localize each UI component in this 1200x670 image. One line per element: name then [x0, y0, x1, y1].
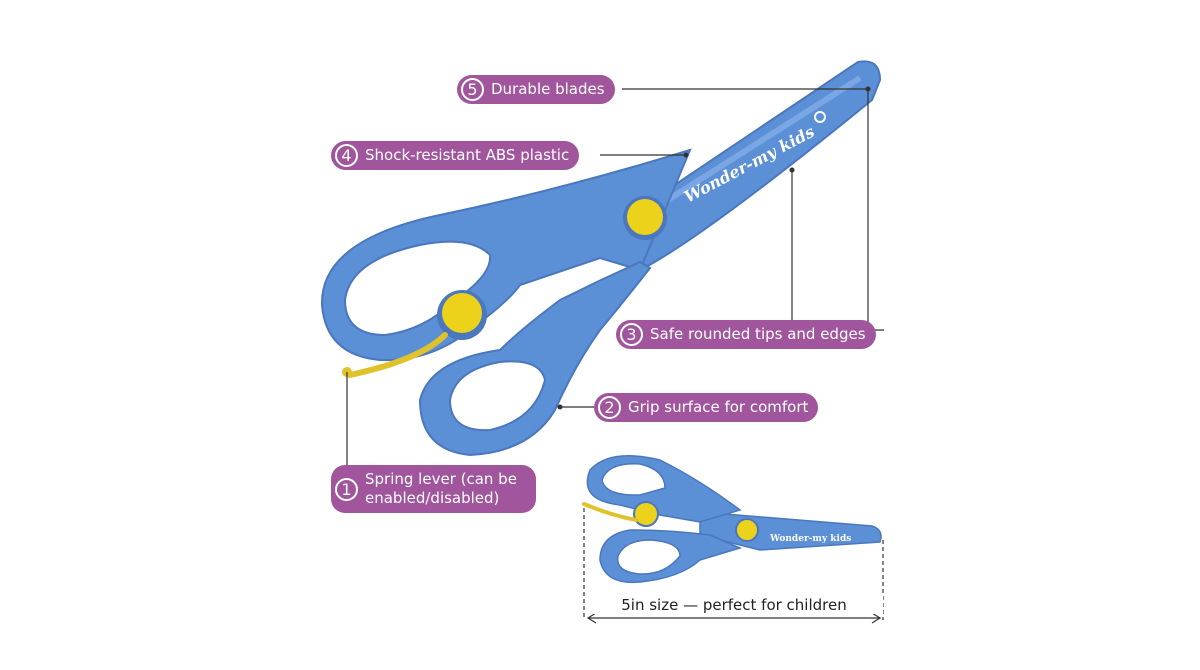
small-scissors: Wonder-my kids	[582, 455, 882, 584]
callout-durable-blades: 5 Durable blades	[457, 75, 615, 104]
small-brand-logo: Wonder-my kids	[769, 534, 851, 544]
size-dimension	[583, 508, 884, 624]
callout-number: 5	[461, 78, 484, 101]
callout-spring-lever: 1 Spring lever (can be enabled/disabled)	[331, 465, 536, 513]
large-bottom-handle	[418, 260, 652, 457]
callout-rounded-tips: 3 Safe rounded tips and edges	[616, 320, 876, 349]
logo-flower-icon	[814, 111, 826, 123]
callout-number: 3	[620, 323, 643, 346]
callout-text: Safe rounded tips and edges	[650, 325, 866, 343]
small-top-handle	[586, 455, 742, 523]
callout-text: Durable blades	[491, 80, 605, 98]
callout-abs-plastic: 4 Shock-resistant ABS plastic	[331, 141, 580, 170]
small-bottom-handle	[599, 529, 743, 584]
large-spring-lever	[347, 332, 448, 378]
small-spring-rivet	[633, 501, 659, 527]
small-pivot-rivet	[735, 518, 759, 542]
callout-text: Grip surface for comfort	[628, 398, 809, 416]
callout-number: 2	[598, 396, 621, 419]
large-blade	[598, 60, 882, 272]
small-spring-lever	[582, 502, 638, 522]
callout-number: 1	[335, 477, 358, 501]
callout-text: Spring lever (can be enabled/disabled)	[365, 470, 517, 507]
callout-text: Shock-resistant ABS plastic	[365, 146, 570, 164]
callout-number: 4	[335, 144, 358, 167]
large-scissors: Wonder-my kids	[320, 60, 882, 457]
callout-grip-surface: 2 Grip surface for comfort	[594, 393, 819, 422]
size-caption: 5in size — perfect for children	[585, 596, 883, 614]
